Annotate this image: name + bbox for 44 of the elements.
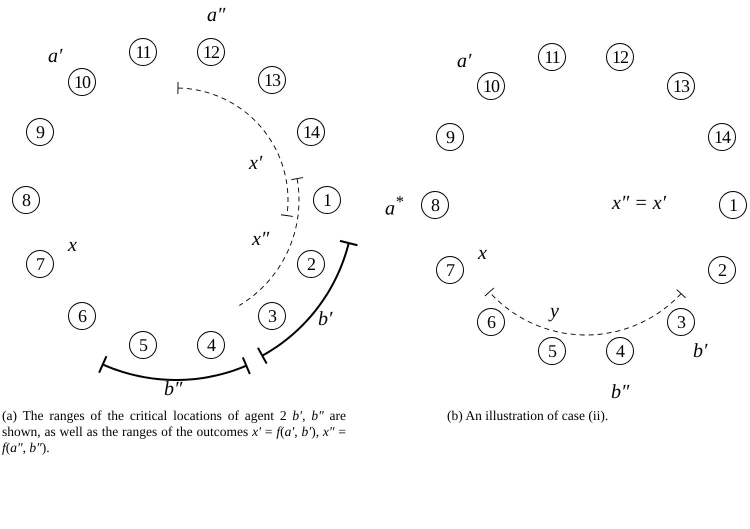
- numbered-circle: 14: [297, 118, 325, 146]
- numbered-circle: 6: [68, 302, 96, 330]
- numbered-circle: 5: [538, 337, 566, 365]
- numbered-circle: 8: [421, 191, 449, 219]
- numbered-circle: 13: [667, 72, 695, 100]
- numbered-circle: 9: [436, 123, 464, 151]
- numbered-circle: 12: [197, 38, 225, 66]
- caption: (a) The ranges of the critical locations of agent 2 b′, b″ are shown, as well as the ranges of the outcomes x′ = f(a′, b′), x″ = f(a″, b″).: [2, 408, 346, 456]
- numbered-circle: 10: [477, 72, 505, 100]
- numbered-circle: 4: [197, 331, 225, 359]
- numbered-circle: 3: [258, 302, 286, 330]
- caption: (b) An illustration of case (ii).: [447, 408, 610, 424]
- math-label: b″: [611, 381, 630, 404]
- math-label: x: [68, 234, 77, 257]
- numbered-circle: 4: [606, 337, 634, 365]
- numbered-circle: 3: [667, 308, 695, 336]
- numbered-circle: 14: [708, 123, 736, 151]
- numbered-circle: 2: [297, 250, 325, 278]
- numbered-circle: 9: [26, 118, 54, 146]
- math-label: b′: [693, 340, 708, 363]
- numbered-circle: 11: [538, 43, 566, 71]
- numbered-circle: 6: [477, 308, 505, 336]
- math-label: x″ = x′: [612, 192, 666, 215]
- numbered-circle: 2: [708, 256, 736, 284]
- math-label: x′: [249, 152, 262, 175]
- math-label: x: [478, 242, 487, 265]
- numbered-circle: 7: [26, 250, 54, 278]
- numbered-circle: 1: [719, 191, 747, 219]
- numbered-circle: 12: [606, 43, 634, 71]
- numbered-circle: 13: [258, 66, 286, 94]
- numbered-circle: 1: [313, 186, 341, 214]
- math-label: a″: [207, 4, 226, 27]
- numbered-circle: 8: [12, 186, 40, 214]
- math-label: b″: [164, 378, 182, 401]
- math-label: a′: [457, 50, 472, 73]
- numbered-circle: 7: [436, 256, 464, 284]
- numbered-circle: 5: [129, 331, 157, 359]
- numbered-circle: 10: [68, 68, 96, 96]
- math-label: b′: [318, 308, 332, 331]
- math-label: a$^{*}$: [385, 192, 404, 221]
- numbered-circle: 11: [129, 38, 157, 66]
- math-label: x″: [252, 228, 270, 251]
- math-label: y: [550, 300, 559, 323]
- math-label: a′: [48, 45, 62, 68]
